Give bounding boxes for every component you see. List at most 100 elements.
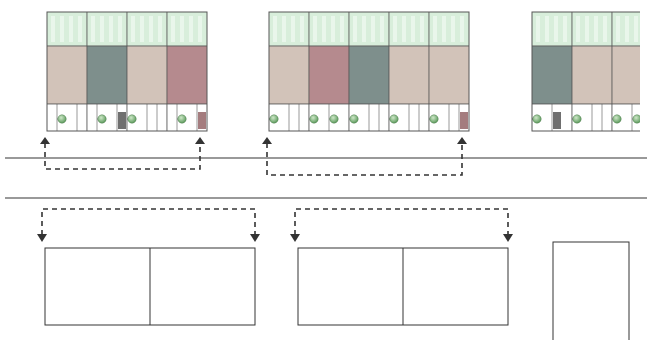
roof-streak (131, 16, 135, 42)
roof-streak (198, 16, 202, 42)
roof-streak (118, 16, 122, 42)
dashed-connector (41, 208, 256, 235)
roof-streak (331, 16, 335, 42)
arrowhead-down (503, 234, 513, 242)
roof-streak (69, 16, 73, 42)
roof-streak (393, 16, 397, 42)
roof-streak (189, 16, 193, 42)
roof-streak (91, 16, 95, 42)
roof-streak (313, 16, 317, 42)
green-dot-marker (389, 114, 399, 124)
roof-streak (442, 16, 446, 42)
facade-panel (531, 45, 573, 105)
roof-streak (451, 16, 455, 42)
roof-streak (180, 16, 184, 42)
green-dot-marker (177, 114, 187, 124)
green-dot-marker (632, 114, 640, 124)
facade-panel (571, 45, 613, 105)
roof-streak (273, 16, 277, 42)
roof-streak (380, 16, 384, 42)
base-panel-dark (553, 112, 561, 129)
roof-streak (634, 16, 638, 42)
upper-module (531, 11, 647, 132)
lower-module (44, 247, 256, 326)
roof-streak (460, 16, 464, 42)
roof-streak (78, 16, 82, 42)
roof-streak (585, 16, 589, 42)
green-dot-marker (57, 114, 67, 124)
facade-panel (126, 45, 168, 105)
arrowhead-down (290, 234, 300, 242)
arrowhead-up (262, 137, 272, 144)
roof-streak (643, 16, 647, 42)
relocation-arrow-up (40, 137, 205, 170)
roof-streak (60, 16, 64, 42)
green-dot-marker (572, 114, 582, 124)
upper-module-frame (268, 11, 470, 132)
upper-module-frame (531, 11, 640, 132)
lower-module (552, 241, 630, 340)
upper-module-frame (46, 11, 208, 132)
facade-panel (268, 45, 310, 105)
roof-streak (51, 16, 55, 42)
roof-streak (563, 16, 567, 42)
green-dot-marker (532, 114, 542, 124)
green-dot-marker (97, 114, 107, 124)
roof-streak (420, 16, 424, 42)
roof-streak (353, 16, 357, 42)
roof-streak (433, 16, 437, 42)
relocation-arrow-down (290, 208, 513, 242)
roof-streak (362, 16, 366, 42)
roof-streak (291, 16, 295, 42)
facade-panel (428, 45, 470, 105)
base-panel-brown (198, 112, 206, 129)
upper-module (268, 11, 470, 132)
dashed-connector (266, 143, 463, 176)
roof-streak (171, 16, 175, 42)
green-dot-marker (612, 114, 622, 124)
base-cell (46, 103, 88, 132)
dashed-connector (44, 143, 201, 170)
arrowhead-up (457, 137, 467, 144)
facade-panel (166, 45, 208, 105)
facade-panel (46, 45, 88, 105)
facade-panel (86, 45, 128, 105)
open-frame (552, 241, 630, 340)
roof-streak (300, 16, 304, 42)
roof-streak (371, 16, 375, 42)
roof-streak (282, 16, 286, 42)
roof-streak (536, 16, 540, 42)
arrowhead-down (37, 234, 47, 242)
green-dot-marker (127, 114, 137, 124)
roof-streak (625, 16, 629, 42)
facade-panel (308, 45, 350, 105)
roof-streak (158, 16, 162, 42)
roof-streak (322, 16, 326, 42)
roof-streak (109, 16, 113, 42)
green-dot-marker (269, 114, 279, 124)
arrowhead-down (250, 234, 260, 242)
roof-streak (545, 16, 549, 42)
arrowhead-up (40, 137, 50, 144)
roof-streak (340, 16, 344, 42)
facade-panel (611, 45, 640, 105)
dashed-connector (294, 208, 509, 235)
arrowhead-up (195, 137, 205, 144)
roof-streak (603, 16, 607, 42)
roof-streak (554, 16, 558, 42)
facade-panel (388, 45, 430, 105)
base-panel-brown (460, 112, 468, 129)
upper-module (46, 11, 208, 132)
roof-streak (594, 16, 598, 42)
green-dot-marker (329, 114, 339, 124)
relocation-arrow-up (262, 137, 467, 176)
roof-streak (149, 16, 153, 42)
roof-streak (140, 16, 144, 42)
green-dot-marker (349, 114, 359, 124)
roof-streak (100, 16, 104, 42)
relocation-arrow-down (37, 208, 260, 242)
green-dot-marker (429, 114, 439, 124)
roof-streak (576, 16, 580, 42)
